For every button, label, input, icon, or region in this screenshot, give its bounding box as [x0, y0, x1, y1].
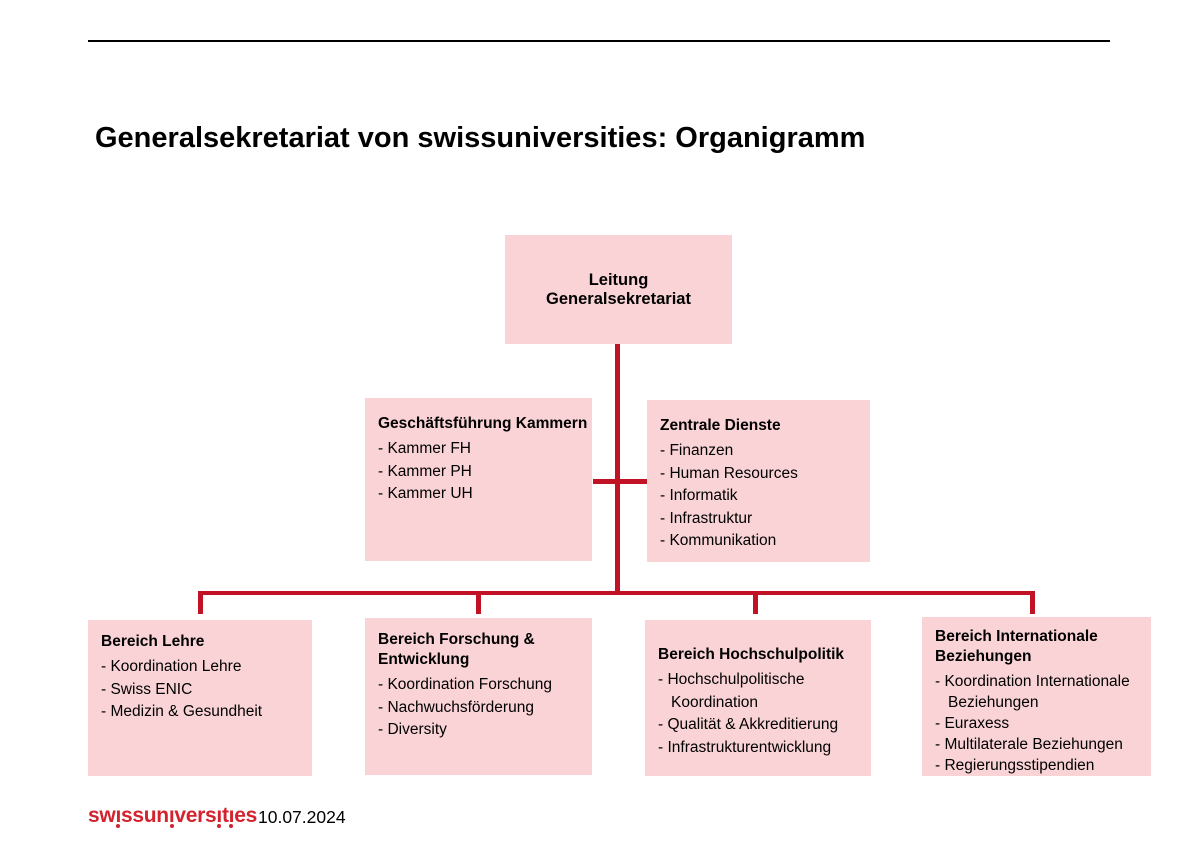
org-box-item: Qualität & Akkreditierung: [658, 714, 861, 737]
org-box-item: Infrastruktur: [660, 508, 860, 531]
org-box-leitung-generalsekretariat: Leitung Generalsekretariat: [505, 235, 732, 344]
connector-level2-horizontal: [593, 479, 650, 484]
org-box-item: Koordination Forschung: [378, 674, 582, 697]
org-box-item: Kammer FH: [378, 438, 582, 461]
org-box-item: Nachwuchsförderung: [378, 697, 582, 720]
swissuniversities-logo: swıssunıversıtıes: [88, 804, 257, 827]
org-box-item-list: Koordination LehreSwiss ENICMedizin & Ge…: [101, 656, 302, 724]
org-box-title: Leitung: [588, 270, 649, 289]
connector-drop-bereich-forschung: [476, 591, 481, 614]
connector-drop-bereich-hochschulpolitik: [753, 591, 758, 614]
org-box-title: Bereich Forschung & Entwicklung: [378, 631, 535, 668]
org-box-item-list: Kammer FHKammer PHKammer UH: [378, 438, 582, 506]
footer-date: 10.07.2024: [258, 807, 346, 827]
org-box-item: Kommunikation: [660, 530, 860, 553]
org-box-item: Koordination Lehre: [101, 656, 302, 679]
top-rule: [88, 40, 1110, 42]
org-box-bereich-lehre: Bereich Lehre Koordination LehreSwiss EN…: [88, 620, 312, 776]
org-box-item: Regierungsstipendien: [935, 755, 1141, 776]
org-box-item-list: Hochschulpolitische KoordinationQualität…: [658, 669, 861, 759]
org-box-item: Human Resources: [660, 463, 860, 486]
org-box-bereich-hochschulpolitik: Bereich Hochschulpolitik Hochschulpoliti…: [645, 620, 871, 776]
org-box-item: Multilaterale Beziehungen: [935, 734, 1141, 755]
org-box-item-list: FinanzenHuman ResourcesInformatikInfrast…: [660, 440, 860, 553]
connector-drop-bereich-lehre: [198, 591, 203, 614]
org-box-title: Zentrale Dienste: [660, 417, 781, 434]
connector-level3-horizontal: [198, 591, 1035, 595]
org-box-title: Generalsekretariat: [546, 289, 691, 308]
page-title: Generalsekretariat von swissuniversities…: [95, 122, 866, 154]
org-box-item: Kammer UH: [378, 483, 582, 506]
org-box-item: Medizin & Gesundheit: [101, 701, 302, 724]
org-box-item: Diversity: [378, 719, 582, 742]
org-box-item: Informatik: [660, 485, 860, 508]
org-box-item: Infrastrukturentwicklung: [658, 737, 861, 760]
org-box-title: Bereich Lehre: [101, 633, 205, 650]
org-box-geschaeftsfuehrung-kammern: Geschäftsführung Kammern Kammer FHKammer…: [365, 398, 592, 561]
org-box-bereich-internationale-beziehungen: Bereich Internationale Beziehungen Koord…: [922, 617, 1151, 776]
org-box-zentrale-dienste: Zentrale Dienste FinanzenHuman Resources…: [647, 400, 870, 562]
org-box-item: Koordination Internationale Beziehungen: [935, 671, 1141, 713]
org-box-title: Bereich Internationale Beziehungen: [935, 628, 1098, 665]
org-box-title: Bereich Hochschulpolitik: [658, 646, 845, 663]
org-box-item: Kammer PH: [378, 461, 582, 484]
connector-drop-bereich-internationale: [1030, 591, 1035, 614]
org-box-bereich-forschung-entwicklung: Bereich Forschung & Entwicklung Koordina…: [365, 618, 592, 775]
org-box-item: Swiss ENIC: [101, 679, 302, 702]
org-box-item: Finanzen: [660, 440, 860, 463]
connector-root-vertical: [615, 344, 620, 595]
org-box-item-list: Koordination Internationale BeziehungenE…: [935, 671, 1141, 776]
org-box-item: Euraxess: [935, 713, 1141, 734]
org-box-title: Geschäftsführung Kammern: [378, 415, 588, 432]
org-box-item: Hochschulpolitische Koordination: [658, 669, 861, 714]
org-box-item-list: Koordination ForschungNachwuchsförderung…: [378, 674, 582, 742]
